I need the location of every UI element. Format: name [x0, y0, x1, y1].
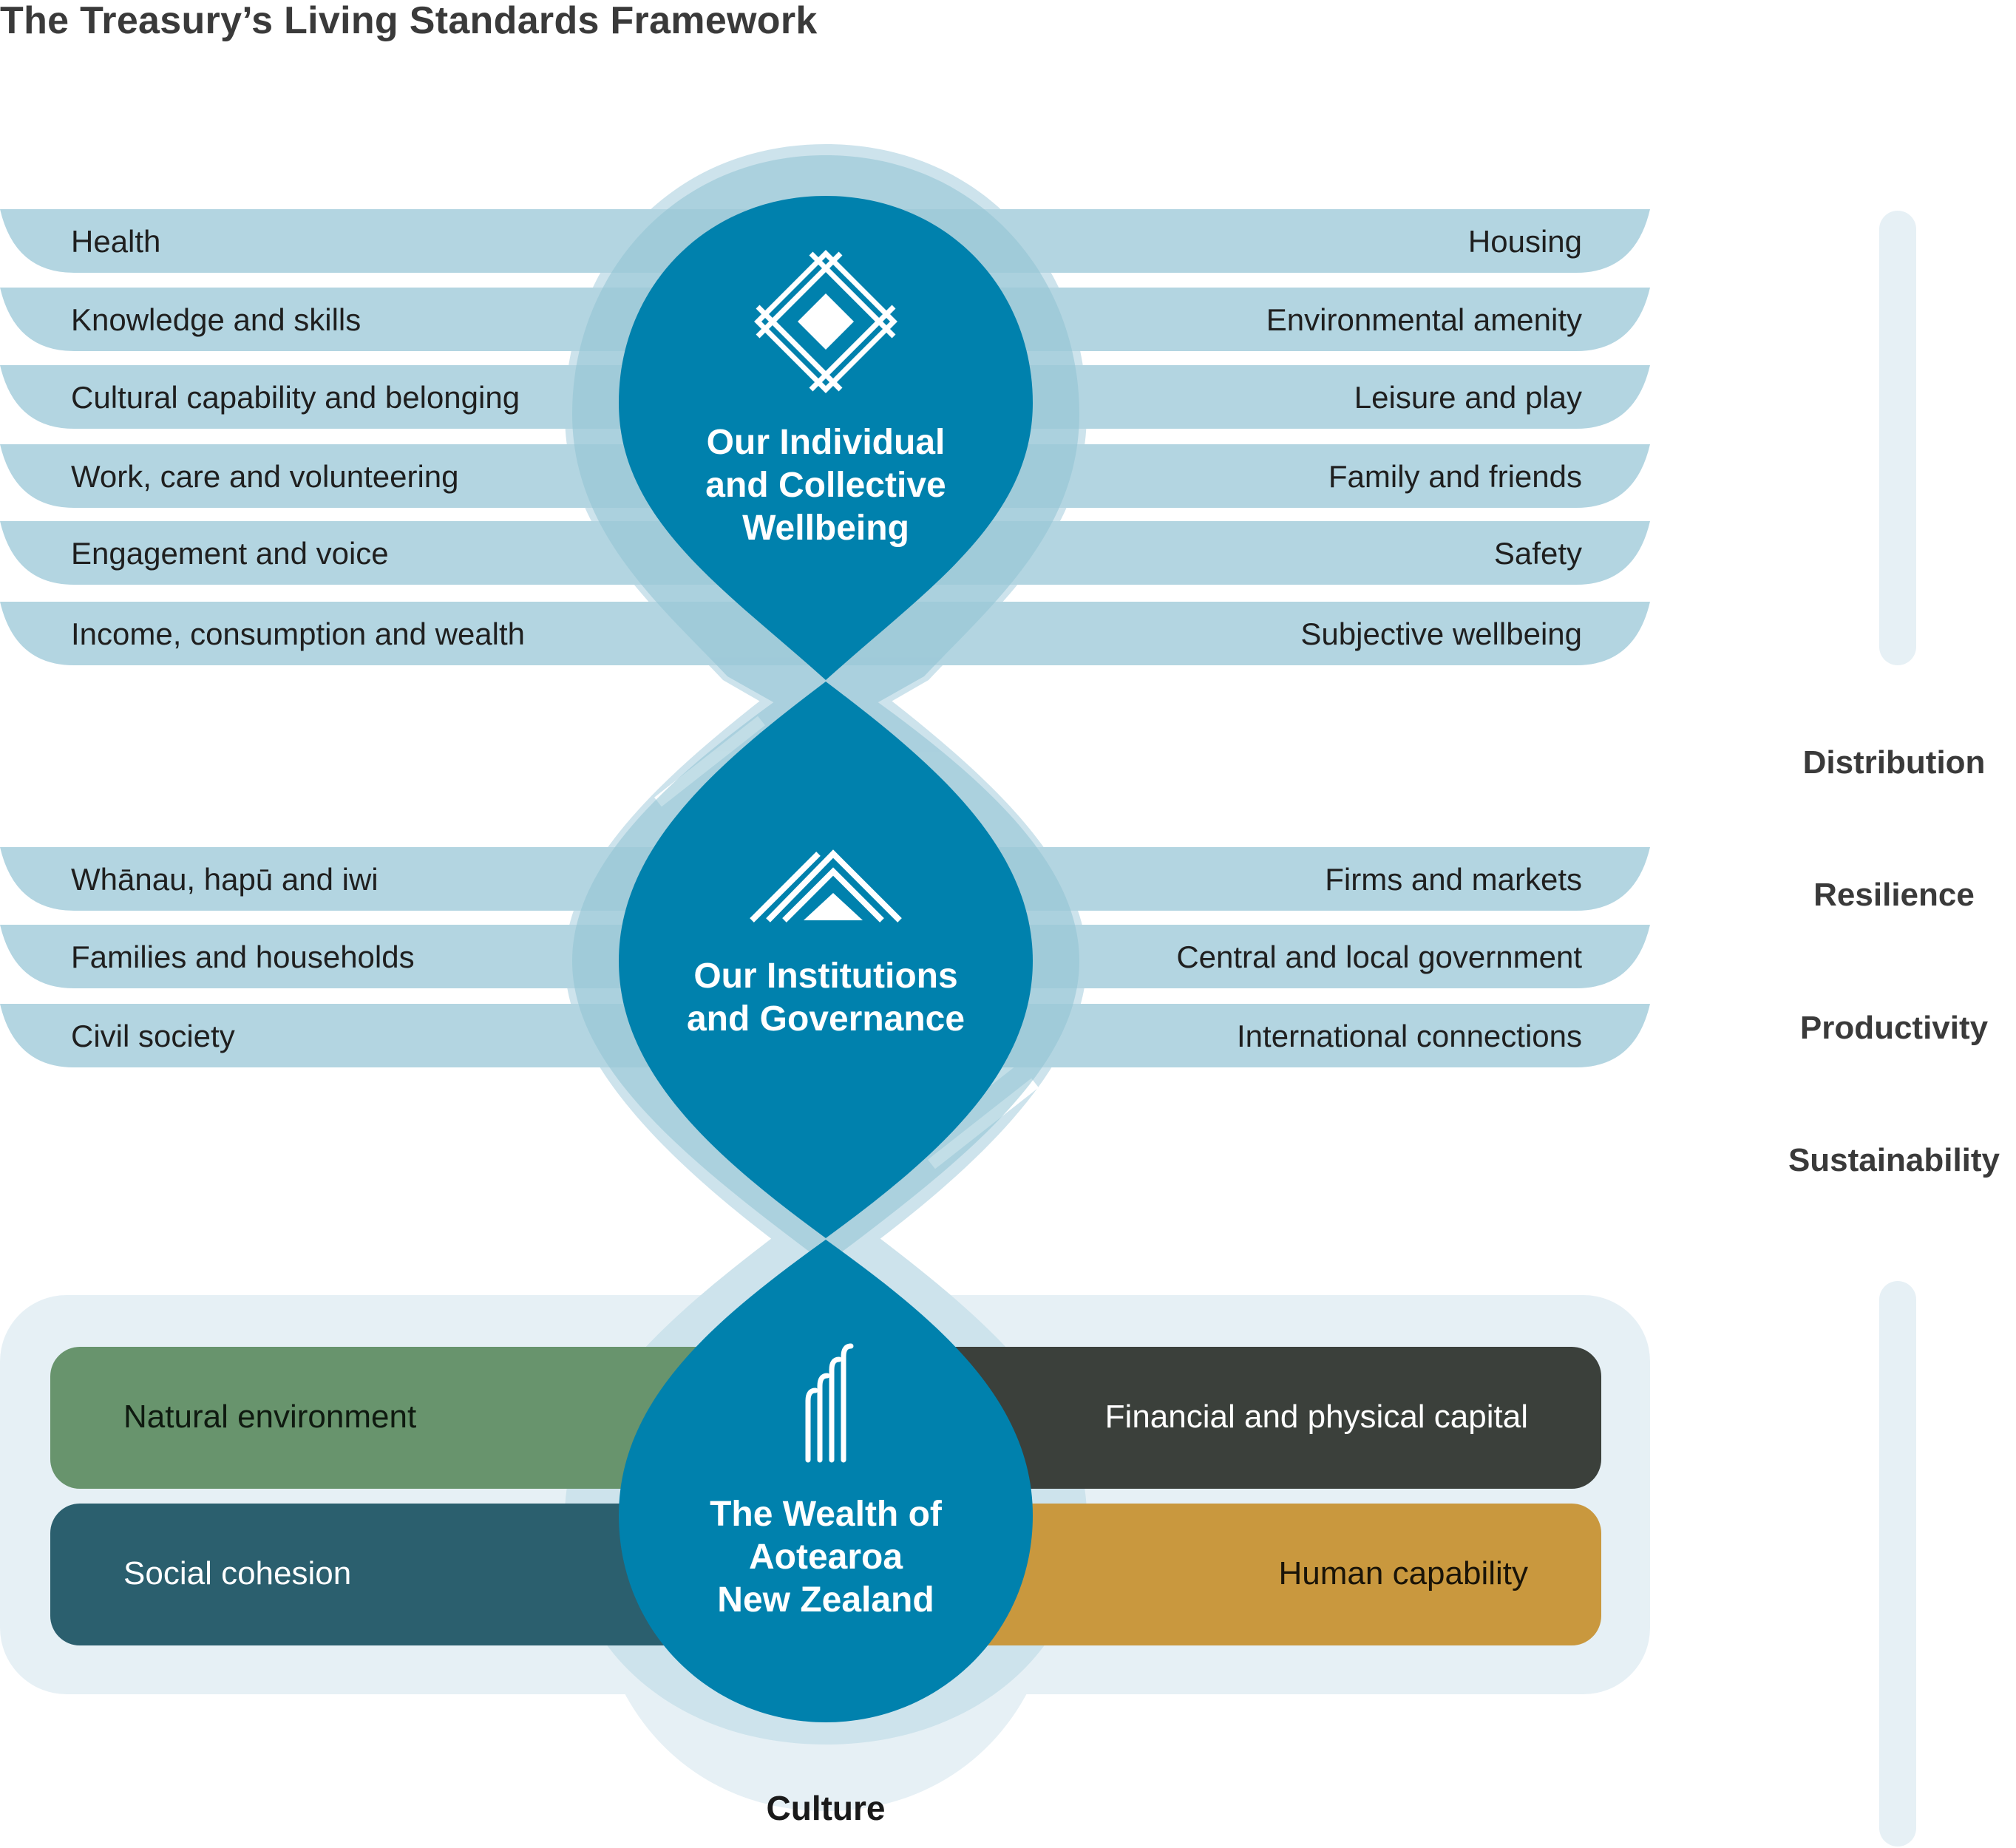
left-band — [0, 209, 827, 273]
wellbeing-domain-label: Health — [71, 224, 161, 259]
institution-label: Civil society — [71, 1019, 235, 1053]
dimension-distribution: Distribution — [1802, 744, 1986, 781]
woven-diamond-icon — [754, 250, 897, 393]
human-capability-label: Human capability — [1278, 1555, 1529, 1591]
institutions-bulb — [619, 682, 1033, 1238]
institution-label: International connections — [1237, 1019, 1582, 1053]
right-band — [826, 209, 1650, 273]
wellbeing-domain-label: Safety — [1493, 536, 1582, 571]
page-title: The Treasury’s Living Standards Framewor… — [0, 0, 818, 42]
institution-label: Whānau, hapū and iwi — [71, 862, 379, 897]
institution-label: Families and households — [71, 940, 415, 974]
wellbeing-domain-label: Environmental amenity — [1266, 302, 1582, 337]
institution-label: Firms and markets — [1325, 862, 1582, 897]
wealth-title: The Wealth of Aotearoa New Zealand — [710, 1495, 942, 1620]
wellbeing-title: Our Individual and Collective Wellbeing — [705, 423, 946, 548]
teal-core — [619, 196, 1033, 1722]
social-cohesion-label: Social cohesion — [123, 1555, 352, 1591]
wellbeing-domain-label: Work, care and volunteering — [71, 459, 459, 494]
financial-capital-label: Financial and physical capital — [1104, 1399, 1528, 1435]
dimension-productivity: Productivity — [1799, 1010, 1989, 1046]
institution-label: Central and local government — [1176, 940, 1582, 974]
wellbeing-domain-label: Engagement and voice — [71, 536, 389, 571]
natural-environment-label: Natural environment — [123, 1399, 417, 1435]
wellbeing-domain-label: Income, consumption and wealth — [71, 616, 526, 651]
institutions-title: Our Institutions and Governance — [686, 957, 965, 1039]
wellbeing-domain-label: Leisure and play — [1354, 380, 1582, 415]
wellbeing-domain-label: Knowledge and skills — [71, 302, 362, 337]
pillars-icon — [805, 1343, 854, 1463]
wealth-bulb — [619, 1240, 1033, 1722]
wellbeing-domain-label: Cultural capability and belonging — [71, 380, 520, 415]
wellbeing-bulb — [619, 196, 1033, 680]
roof-icon — [750, 849, 902, 923]
dimension-sustainability: Sustainability — [1788, 1142, 2000, 1178]
culture-label: Culture — [766, 1789, 886, 1827]
right-band — [826, 602, 1650, 665]
wellbeing-domain-label: Housing — [1467, 224, 1582, 259]
dimension-resilience: Resilience — [1813, 877, 1975, 913]
wellbeing-domain-label: Subjective wellbeing — [1300, 616, 1582, 651]
left-band — [0, 602, 827, 665]
wellbeing-domain-label: Family and friends — [1328, 459, 1582, 494]
